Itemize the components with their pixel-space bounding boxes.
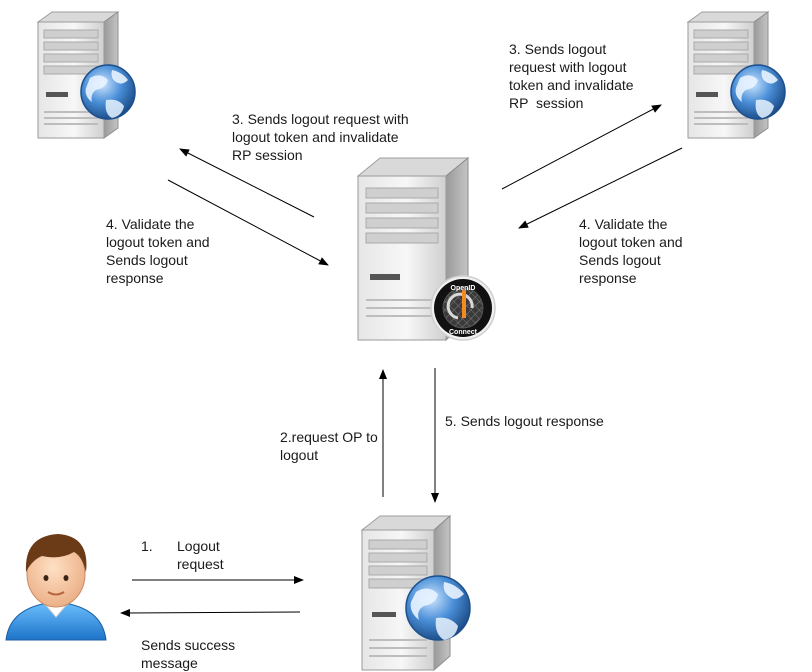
arrow-client-to-user bbox=[120, 608, 301, 617]
openid-connect-badge-icon: OpenID Connect bbox=[430, 275, 496, 341]
arrow-op-to-right-rp bbox=[501, 104, 662, 190]
label-op-logout-response: 5. Sends logout response bbox=[445, 413, 604, 429]
svg-text:Connect: Connect bbox=[449, 329, 478, 336]
label-logout-request: Logout request bbox=[177, 538, 224, 572]
arrow-right-rp-to-op bbox=[518, 147, 683, 229]
globe-icon bbox=[730, 64, 786, 120]
svg-text:OpenID: OpenID bbox=[451, 285, 476, 292]
label-right-logout-request: 3. Sends logout request with logout toke… bbox=[509, 41, 634, 111]
arrows bbox=[120, 104, 683, 617]
label-success-message: Sends success message bbox=[141, 637, 236, 671]
server-op-icon: OpenID Connect bbox=[356, 156, 496, 342]
server-right-icon bbox=[686, 11, 786, 139]
globe-icon bbox=[405, 575, 471, 641]
label-left-logout-request: 3. Sends logout request with logout toke… bbox=[232, 111, 409, 163]
arrow-op-to-left-rp bbox=[179, 148, 315, 218]
arrow-left-rp-to-op bbox=[167, 179, 329, 266]
server-left-icon bbox=[36, 11, 136, 139]
server-client-icon bbox=[360, 514, 471, 672]
globe-icon bbox=[80, 64, 136, 120]
label-step-1-number: 1. bbox=[141, 538, 153, 554]
label-request-op-logout: 2.request OP to logout bbox=[280, 429, 378, 463]
label-left-validate: 4. Validate the logout token and Sends l… bbox=[106, 216, 210, 286]
label-right-validate: 4. Validate the logout token and Sends l… bbox=[579, 216, 683, 286]
user-icon bbox=[5, 534, 107, 641]
